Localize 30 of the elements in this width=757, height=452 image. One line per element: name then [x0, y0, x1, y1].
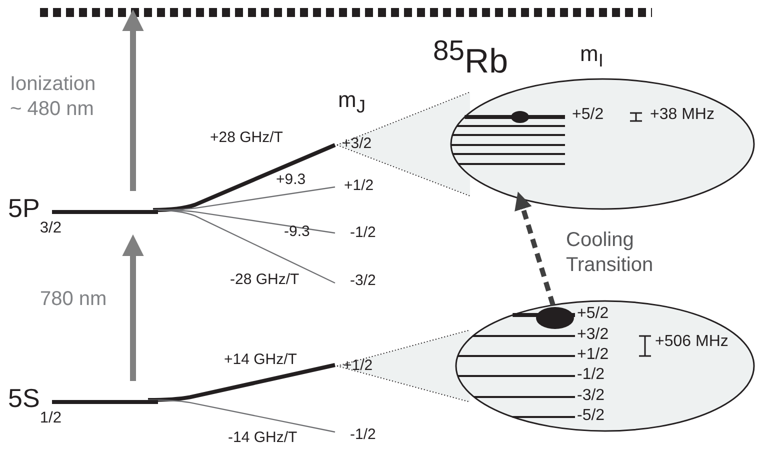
- zeeman-shift-label: -28 GHz/T: [230, 272, 300, 288]
- sublevel-label: +1/2: [343, 358, 373, 374]
- zeeman-shift-label: +9.3: [276, 172, 306, 188]
- level-label: +5/2: [572, 106, 604, 124]
- arrow: [122, 234, 144, 381]
- splitting-label: +38 MHz: [650, 106, 714, 124]
- quantum-number-label: m$_{I}$: [580, 42, 604, 71]
- arrow: [514, 192, 556, 306]
- sublevel-label: +1/2: [344, 178, 374, 194]
- sublevel-label: +3/2: [342, 136, 372, 152]
- level-label: -5/2: [577, 407, 605, 425]
- splitting-label: +506 MHz: [655, 333, 728, 351]
- edge-label: Ionization ~ 480 nm: [10, 72, 97, 122]
- level-label: +1/2: [577, 346, 609, 364]
- edge-label: Cooling Transition: [566, 228, 654, 278]
- level-label: -3/2: [577, 387, 605, 405]
- zeeman-shift-label: +28 GHz/T: [210, 130, 283, 146]
- sublevel-label: -3/2: [350, 273, 376, 290]
- zeeman-shift-label: +14 GHz/T: [224, 352, 297, 368]
- zeeman-shift-label: -9.3: [284, 224, 310, 240]
- arrow: [122, 9, 144, 191]
- level-label: +3/2: [577, 326, 609, 344]
- edge-label: 780 nm: [40, 288, 107, 310]
- zeeman-shift-label: -14 GHz/T: [228, 430, 298, 446]
- sublevel-label: -1/2: [350, 225, 376, 242]
- sublevel-label: -1/2: [350, 427, 376, 444]
- level-label: +5/2: [577, 305, 609, 323]
- diagram-title: $^{85}$Rb: [433, 36, 508, 81]
- quantum-number-label: m$_{J}$: [338, 88, 366, 117]
- level-label: -1/2: [577, 366, 605, 384]
